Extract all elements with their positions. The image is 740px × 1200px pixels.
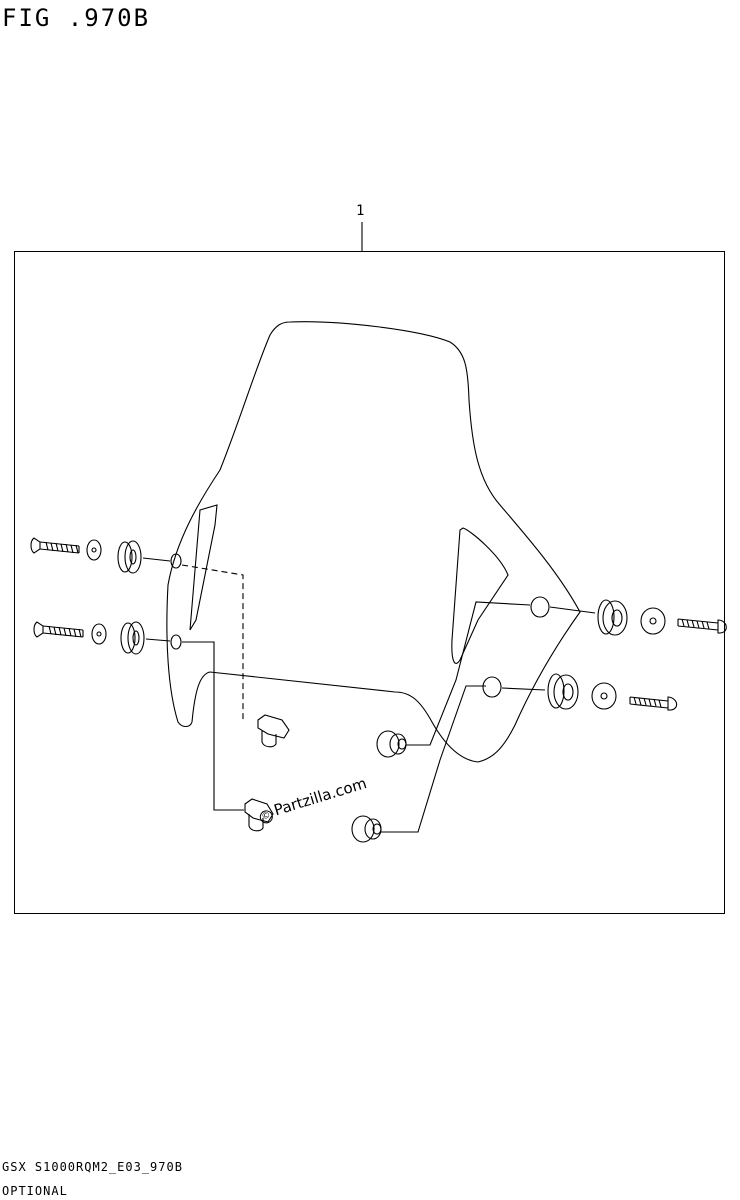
kit-frame: [14, 251, 725, 914]
assembly-line-left-lower: [182, 641, 244, 811]
bolt-right-upper: [677, 618, 727, 634]
bolt-right-lower: [629, 696, 678, 711]
washer-right-lower: [591, 682, 617, 710]
axis-line-left-upper: [142, 557, 171, 562]
hole-left-upper: [170, 553, 182, 569]
windscreen-outline: [166, 321, 581, 763]
grommet-right-lower: [547, 673, 579, 710]
well-nut-right-upper: [376, 730, 407, 758]
washer-left-upper: [86, 539, 102, 561]
bolt-left-upper: [30, 537, 80, 554]
well-nut-left-lower: [244, 798, 274, 832]
hole-left-lower: [170, 634, 182, 650]
windscreen-left-bracket-tab: [189, 504, 218, 631]
assembly-line-right-lower: [380, 685, 486, 833]
figure-title: FIG .970B: [2, 4, 151, 32]
well-nut-left-upper: [257, 714, 290, 748]
washer-right-upper: [640, 607, 666, 635]
washer-left-lower: [91, 623, 107, 645]
axis-line-right-lower: [501, 687, 546, 691]
footer-note: OPTIONAL: [2, 1184, 68, 1198]
hole-right-lower: [482, 676, 502, 698]
windscreen-right-bracket-tab: [451, 527, 509, 664]
axis-line-right-upper: [549, 606, 596, 614]
well-nut-right-lower: [351, 815, 382, 843]
assembly-dash-left-upper: [181, 564, 244, 720]
bolt-left-lower: [33, 621, 84, 638]
grommet-left-lower: [120, 621, 145, 655]
assembly-line-right-upper: [406, 601, 531, 746]
axis-line-left-lower: [145, 638, 171, 642]
part-callout-number: 1: [356, 203, 365, 219]
hole-right-upper: [530, 596, 550, 618]
grommet-right-upper: [597, 599, 628, 636]
footer-model-code: GSX S1000RQM2_E03_970B: [2, 1160, 183, 1174]
grommet-left-upper: [117, 540, 142, 574]
